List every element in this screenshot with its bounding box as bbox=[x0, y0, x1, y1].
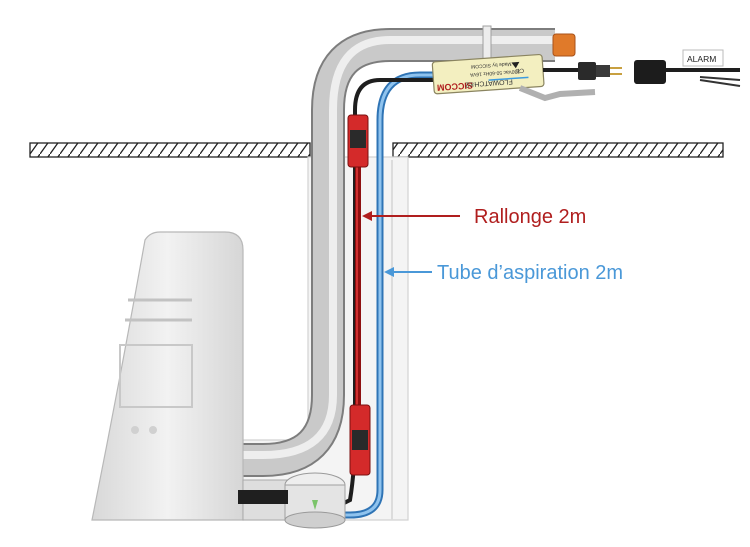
bottom-connector-body bbox=[352, 430, 368, 450]
condensate-pipe bbox=[240, 25, 576, 477]
extension-label: Rallonge 2m bbox=[474, 206, 587, 228]
power-cable: ALARM bbox=[543, 49, 741, 87]
flowatch-sensor: SICCOM FLOWATCH®2 230Vac 50-60Hz 16VA Ma… bbox=[431, 53, 545, 95]
alarm-label: ALARM bbox=[687, 54, 716, 64]
ceiling-right bbox=[392, 142, 724, 158]
device-model: FLOWATCH®2 bbox=[465, 77, 513, 88]
alarm-tag bbox=[682, 49, 724, 67]
top-connector-body bbox=[350, 130, 366, 148]
device-cert: CE bbox=[515, 67, 524, 74]
plug-female-icon bbox=[634, 60, 666, 84]
ceiling-slab bbox=[29, 142, 724, 158]
suction-tube-label: Tube d’aspiration 2m bbox=[437, 262, 624, 284]
device-rating: 230Vac 50-60Hz 16VA bbox=[469, 68, 520, 78]
reservoir-unit bbox=[238, 472, 346, 529]
extension-arrow-head bbox=[362, 211, 372, 221]
pump-panel bbox=[119, 344, 193, 408]
plug-male-icon bbox=[578, 62, 596, 80]
extension-cable bbox=[347, 114, 371, 476]
warning-triangle-icon bbox=[511, 61, 520, 69]
ceiling-left bbox=[29, 142, 311, 158]
tube-arrow-head bbox=[384, 267, 394, 277]
indicator-led-icon bbox=[131, 426, 139, 434]
flow-arrow-icon bbox=[488, 76, 529, 81]
pump-body bbox=[91, 231, 244, 521]
device-brand: SICCOM bbox=[437, 80, 474, 92]
device-maker: Made by SICCOM bbox=[471, 60, 512, 69]
grey-cable bbox=[518, 85, 596, 102]
indicator-led-icon-2 bbox=[149, 426, 157, 434]
pipe-end-cap-icon bbox=[552, 33, 576, 57]
callout-arrows bbox=[362, 211, 460, 277]
